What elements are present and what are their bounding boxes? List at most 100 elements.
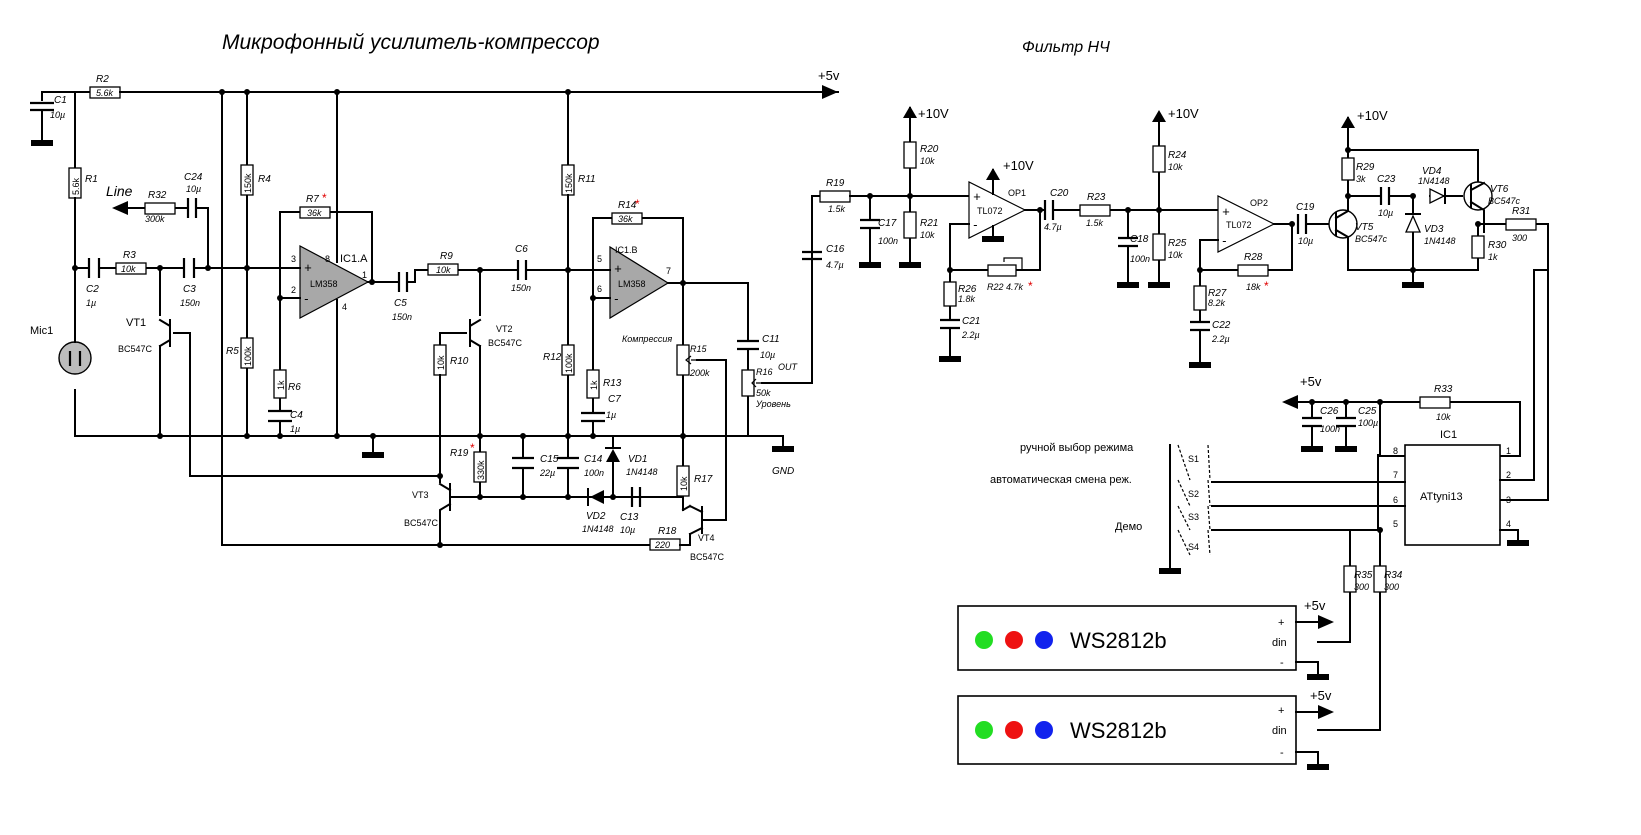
r15-value: 200k — [689, 368, 710, 378]
op1-label: OP1 — [1008, 188, 1026, 198]
capacitor-c21 — [940, 318, 960, 330]
led-strip-1: WS2812b + din - — [957, 605, 1297, 671]
r16-value: 50k — [756, 388, 771, 398]
r5-label: R5 — [226, 346, 239, 357]
c26-value: 100n — [1320, 424, 1340, 434]
vt5-value: BC547c — [1355, 234, 1388, 244]
resistor-r33 — [1419, 396, 1451, 409]
opamp-op1 — [968, 181, 1027, 239]
r33-label: R33 — [1434, 384, 1453, 395]
r22-star: * — [1028, 279, 1033, 293]
switch-s1[interactable]: S1 — [1177, 444, 1211, 481]
r12-label: R12 — [543, 352, 562, 363]
vt1-label: VT1 — [126, 317, 146, 329]
svg-text:S4: S4 — [1188, 542, 1199, 552]
r4-label: R4 — [258, 174, 271, 185]
r31-label: R31 — [1512, 206, 1530, 217]
attiny-pin3: 3 — [1506, 495, 1511, 505]
capacitor-c3 — [182, 258, 196, 278]
op2-plus: + — [1222, 204, 1230, 219]
resistor-r13 — [586, 369, 600, 399]
c2-label: C2 — [86, 284, 99, 295]
r25-value: 10k — [1168, 250, 1183, 260]
strip1-power: +5v — [1304, 598, 1326, 613]
r29-value: 3k — [1356, 174, 1366, 184]
capacitor-c13 — [630, 487, 642, 507]
r19-value: 1.5k — [828, 204, 846, 214]
transistor-vt3 — [437, 475, 684, 548]
resistor-r19 — [819, 190, 851, 203]
r35-value: 300 — [1354, 582, 1369, 592]
vd1-label: VD1 — [628, 454, 647, 465]
c3-label: C3 — [183, 284, 196, 295]
r21-label: R21 — [920, 218, 938, 229]
attiny-pin5: 5 — [1393, 519, 1398, 529]
led-red — [1005, 721, 1023, 739]
r27-label: R27 — [1208, 288, 1227, 299]
c17-label: C17 — [878, 218, 897, 229]
vd1-value: 1N4148 — [626, 467, 658, 477]
r17-label: R17 — [694, 474, 713, 485]
r13-value: 1k — [589, 380, 599, 390]
c6-label: C6 — [515, 244, 528, 255]
r10-value: 10k — [436, 355, 446, 370]
r6-value: 1k — [276, 380, 286, 390]
vt3-label: VT3 — [412, 490, 429, 500]
c23-label: C23 — [1377, 174, 1396, 185]
r15-label: R15 — [690, 344, 708, 354]
r24-label: R24 — [1168, 150, 1187, 161]
vt2-label: VT2 — [496, 324, 513, 334]
r7-label: R7 — [306, 194, 319, 205]
resistor-r25 — [1152, 233, 1166, 261]
attiny-pin4: 4 — [1506, 519, 1511, 529]
demo-label: Демо — [1115, 521, 1142, 533]
r3-value: 10k — [121, 264, 136, 274]
c11-value: 10µ — [760, 350, 775, 360]
resistor-r27 — [1193, 285, 1207, 311]
c24-label: C24 — [184, 172, 203, 183]
r20-label: R20 — [920, 144, 939, 155]
resistor-r4 — [240, 164, 254, 196]
r34-label: R34 — [1384, 570, 1403, 581]
switch-s3[interactable]: S3 — [1177, 505, 1211, 531]
resistor-r21 — [903, 211, 917, 239]
vd2-label: VD2 — [586, 511, 606, 522]
c19-value: 10µ — [1298, 236, 1313, 246]
resistor-r7 — [299, 206, 331, 219]
amplifier-title: Микрофонный усилитель-компрессор — [222, 31, 600, 54]
capacitor-c26 — [1302, 416, 1322, 428]
r4-value: 150k — [243, 173, 253, 193]
supply-rail-5v — [41, 85, 839, 169]
ic1a-pin1: 1 — [362, 270, 367, 280]
r20-value: 10k — [920, 156, 935, 166]
microphone-mic1 — [58, 329, 92, 375]
svg-text:-: - — [1280, 657, 1284, 669]
vd2-value: 1N4148 — [582, 524, 614, 534]
r19-label: R19 — [826, 178, 845, 189]
ic1a-pin3: 3 — [291, 254, 296, 264]
svg-text:-: - — [1280, 747, 1284, 759]
capacitor-c22 — [1190, 320, 1210, 332]
c16-label: C16 — [826, 244, 845, 255]
r26-value: 1.8k — [958, 294, 976, 304]
c15-label: C15 — [540, 454, 559, 465]
led-green — [975, 631, 993, 649]
svg-text:+: + — [1278, 617, 1284, 629]
resistor-r6 — [273, 369, 287, 399]
switch-s2[interactable]: S2 — [1177, 479, 1211, 507]
svg-text:S3: S3 — [1188, 512, 1199, 522]
capacitor-c19 — [1296, 214, 1308, 234]
microcontroller-attiny13 — [1404, 444, 1501, 546]
vd3-value: 1N4148 — [1424, 236, 1456, 246]
r18-label: R18 — [658, 526, 677, 537]
c21-value: 2.2µ — [961, 330, 980, 340]
capacitor-c24 — [186, 198, 198, 218]
capacitor-c23 — [1379, 187, 1391, 205]
resistor-r26 — [943, 281, 957, 307]
switch-s4[interactable]: S4 — [1177, 529, 1211, 556]
vt5-label: VT5 — [1355, 222, 1374, 233]
capacitor-c17 — [860, 218, 880, 230]
capacitor-c15 — [512, 456, 534, 470]
diode-vd1 — [605, 435, 621, 498]
